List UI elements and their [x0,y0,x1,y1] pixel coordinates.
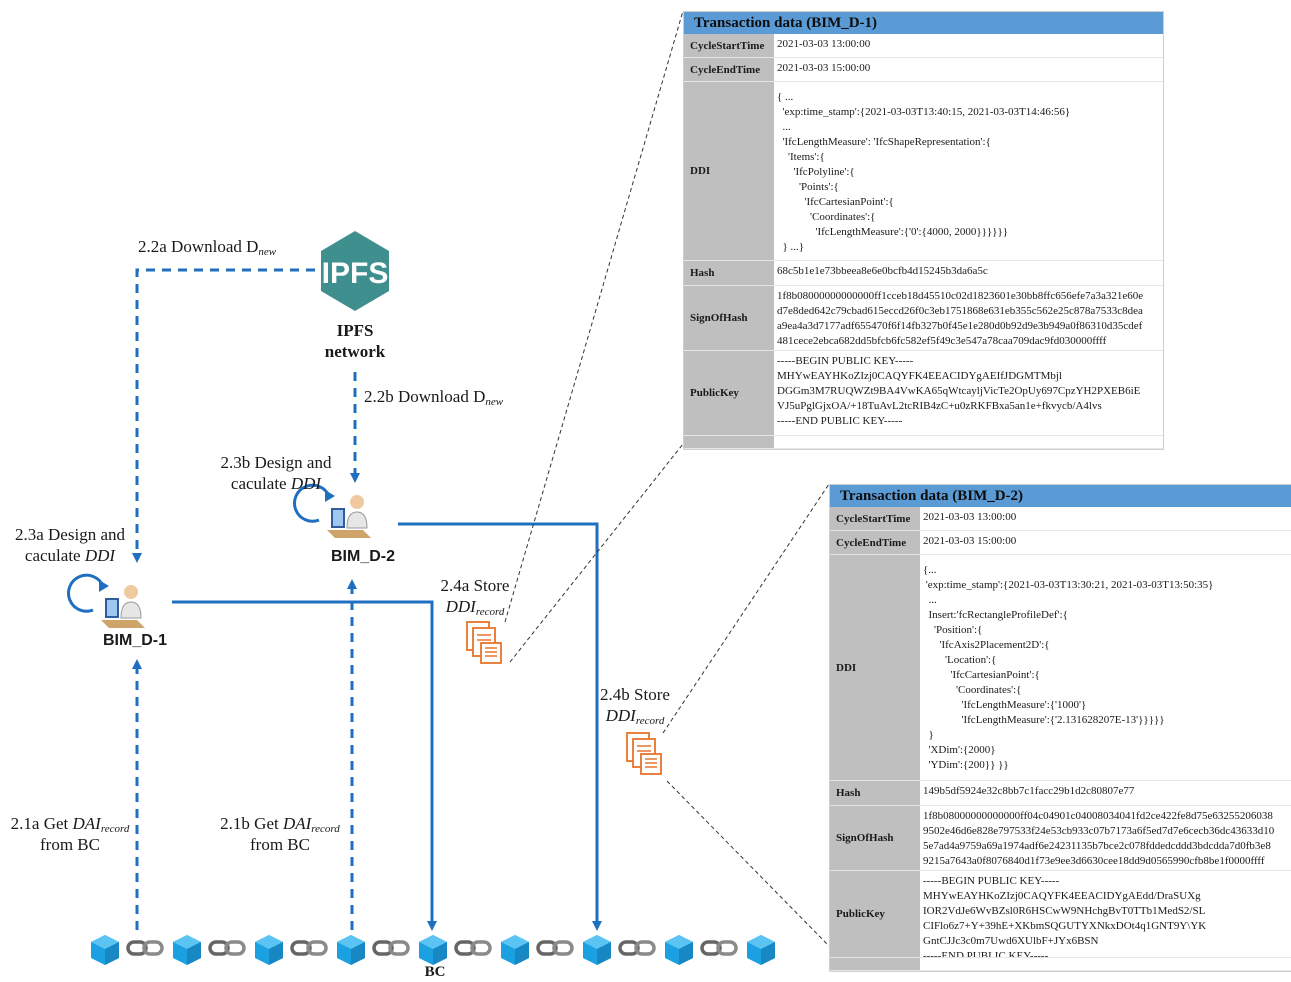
document-a-icon [466,621,502,664]
chain-link-icon [208,940,246,956]
bim-d2-label: BIM_D-2 [330,548,395,565]
bim-d1-workstation-icon [67,573,147,630]
blockchain [91,935,775,965]
ipfs-network-name: IPFS network [324,321,386,361]
tx1-row-publickey: PublicKey -----BEGIN PUBLIC KEY----- MHY… [684,351,1163,436]
tx1-row-hash: Hash 68c5b1e1e73bbeea8e6e0bcfb4d15245b3d… [684,261,1163,286]
chain-link-icon [290,940,328,956]
tx1-connector-lines [504,10,684,663]
label-download-a: 2.2a Download Dnew [138,237,277,258]
tx2-row-cycle-start: CycleStartTime 2021-03-03 13:00:00 [830,507,1291,531]
block-icon [91,935,119,965]
ipfs-logo-text: IPFS [322,257,389,290]
bc-label: BC [424,964,446,980]
block-icon [255,935,283,965]
label-store-a: 2.4a Store DDIrecord [440,576,510,618]
block-icon [501,935,529,965]
chain-link-icon [618,940,656,956]
tx1-row-signofhash: SignOfHash 1f8b08000000000000ff1cceb18d4… [684,286,1163,351]
bim-d1-label: BIM_D-1 [102,632,167,649]
document-b-icon [626,732,662,775]
transaction-panel-bim-d2: Transaction data (BIM_D-2) CycleStartTim… [829,484,1291,972]
tx1-row-empty [684,436,1163,449]
block-icon [173,935,201,965]
label-design-b: 2.3b Design and caculate DDI [220,453,332,493]
block-icon [419,935,447,965]
tx2-row-publickey: PublicKey -----BEGIN PUBLIC KEY----- MHY… [830,871,1291,958]
chain-link-icon [536,940,574,956]
tx2-row-ddi: DDI {... 'exp:time_stamp':{2021-03-03T13… [830,555,1291,781]
chain-link-icon [700,940,738,956]
tx2-connector-lines [662,483,830,947]
store-a-arrow [172,600,437,931]
tx1-row-cycle-start: CycleStartTime 2021-03-03 13:00:00 [684,34,1163,58]
download-a-arrow [132,268,315,563]
tx1-row-ddi: DDI { ... 'exp:time_stamp':{2021-03-03T1… [684,82,1163,261]
tx2-row-signofhash: SignOfHash 1f8b08000000000000ff04c04901c… [830,806,1291,871]
label-get-a: 2.1a Get DAIrecord from BC [10,814,130,854]
block-icon [665,935,693,965]
block-icon [747,935,775,965]
chain-link-icon [454,940,492,956]
tx2-row-empty [830,958,1291,971]
label-store-b: 2.4b Store DDIrecord [600,685,670,727]
block-icon [337,935,365,965]
tx1-title: Transaction data (BIM_D-1) [684,12,1163,34]
tx2-row-hash: Hash 149b5df5924e32c8bb7c1facc29b1d2c808… [830,781,1291,806]
chain-link-icon [126,940,164,956]
transaction-panel-bim-d1: Transaction data (BIM_D-1) CycleStartTim… [683,11,1164,450]
label-get-b: 2.1b Get DAIrecord from BC [220,814,340,854]
label-download-b: 2.2b Download Dnew [364,387,504,408]
tx1-row-cycle-end: CycleEndTime 2021-03-03 15:00:00 [684,58,1163,82]
label-design-a: 2.3a Design and caculate DDI [14,525,125,565]
block-icon [583,935,611,965]
store-b-arrow [398,522,602,931]
tx2-row-cycle-end: CycleEndTime 2021-03-03 15:00:00 [830,531,1291,555]
ipfs-logo-icon: IPFS [321,231,389,311]
chain-link-icon [372,940,410,956]
tx2-title: Transaction data (BIM_D-2) [830,485,1291,507]
